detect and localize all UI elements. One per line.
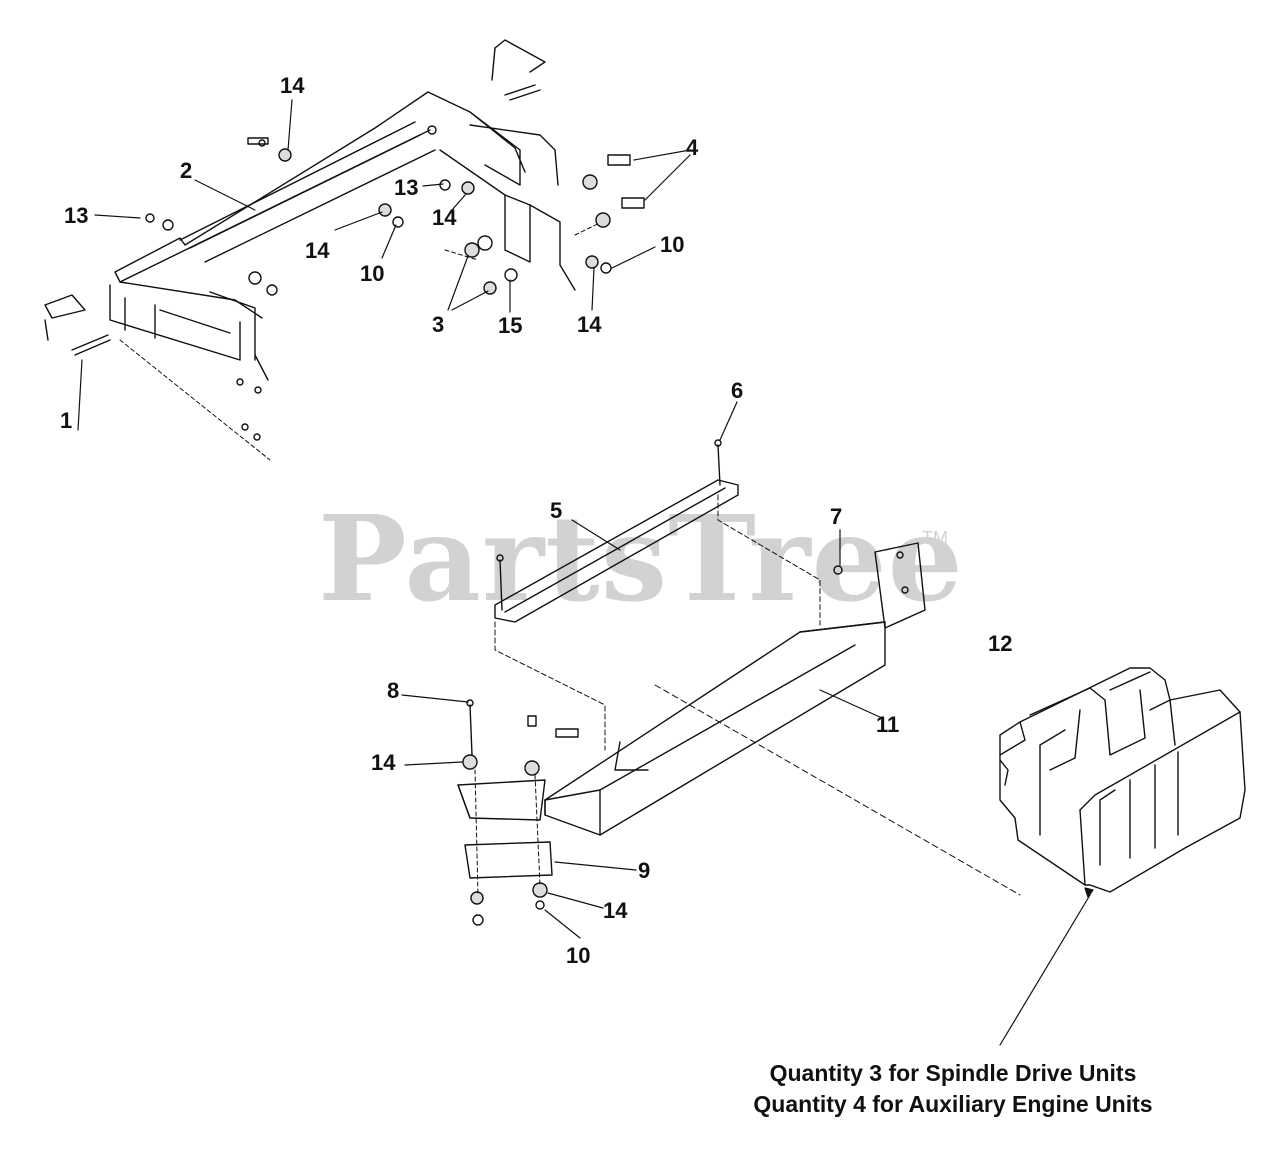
callout-12: 12 xyxy=(988,631,1013,656)
callout-10: 10 xyxy=(360,261,385,286)
callout-13: 13 xyxy=(394,175,419,200)
callout-4: 4 xyxy=(686,135,699,160)
weight-mount-assembly xyxy=(457,439,1021,926)
callout-7: 7 xyxy=(830,504,843,529)
callout-14: 14 xyxy=(603,898,628,923)
callout-14: 14 xyxy=(371,750,396,775)
hitch-bracket-assembly xyxy=(44,39,645,461)
callout-14: 14 xyxy=(432,205,457,230)
callout-leader-lines xyxy=(77,99,1094,1046)
trademark-symbol: TM xyxy=(922,528,948,548)
callout-11: 11 xyxy=(876,712,900,737)
callout-1: 1 xyxy=(60,408,73,433)
callout-2: 2 xyxy=(180,158,193,183)
callout-14: 14 xyxy=(577,312,602,337)
callout-3: 3 xyxy=(432,312,445,337)
quantity-note-line-2: Quantity 4 for Auxiliary Engine Units xyxy=(753,1091,1153,1118)
callout-6: 6 xyxy=(731,378,744,403)
callout-13: 13 xyxy=(64,203,89,228)
quantity-note: Quantity 3 for Spindle Drive Units Quant… xyxy=(708,1058,1198,1120)
quantity-note-line-1: Quantity 3 for Spindle Drive Units xyxy=(769,1060,1137,1086)
callout-15: 15 xyxy=(498,313,523,338)
callout-14: 14 xyxy=(305,238,330,263)
callout-8: 8 xyxy=(387,678,400,703)
callout-9: 9 xyxy=(638,858,651,883)
callout-14: 14 xyxy=(280,73,305,98)
suitcase-weight-stack xyxy=(999,667,1246,893)
callout-5: 5 xyxy=(550,498,563,523)
callout-10: 10 xyxy=(660,232,685,257)
callout-10: 10 xyxy=(566,943,591,968)
partstree-watermark: PartsTree xyxy=(318,489,964,628)
